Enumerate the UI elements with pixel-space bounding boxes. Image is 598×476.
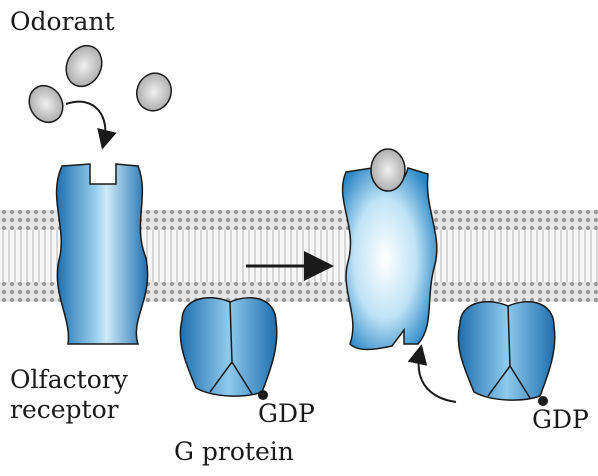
binding-arrow: [66, 102, 105, 142]
bound-odorant: [371, 149, 405, 191]
gdp-label-left: GDP: [258, 400, 315, 429]
olfactory-receptor-inactive: [57, 164, 148, 344]
receptor-label-line1: Olfactory: [10, 366, 128, 395]
g-protein-right: [458, 302, 554, 406]
odorant-molecule: [23, 80, 70, 129]
receptor-label-line2: receptor: [10, 396, 119, 425]
odorant-molecule: [132, 68, 177, 115]
g-protein-left: [180, 298, 276, 400]
g-protein-label: G protein: [174, 438, 294, 467]
olfactory-receptor-active: [343, 149, 437, 350]
coupling-arrow: [419, 352, 456, 402]
odorant-molecules: [23, 40, 177, 129]
odorant-molecule: [60, 40, 109, 92]
odorant-label: Odorant: [10, 8, 115, 37]
gdp-label-right: GDP: [532, 406, 589, 435]
